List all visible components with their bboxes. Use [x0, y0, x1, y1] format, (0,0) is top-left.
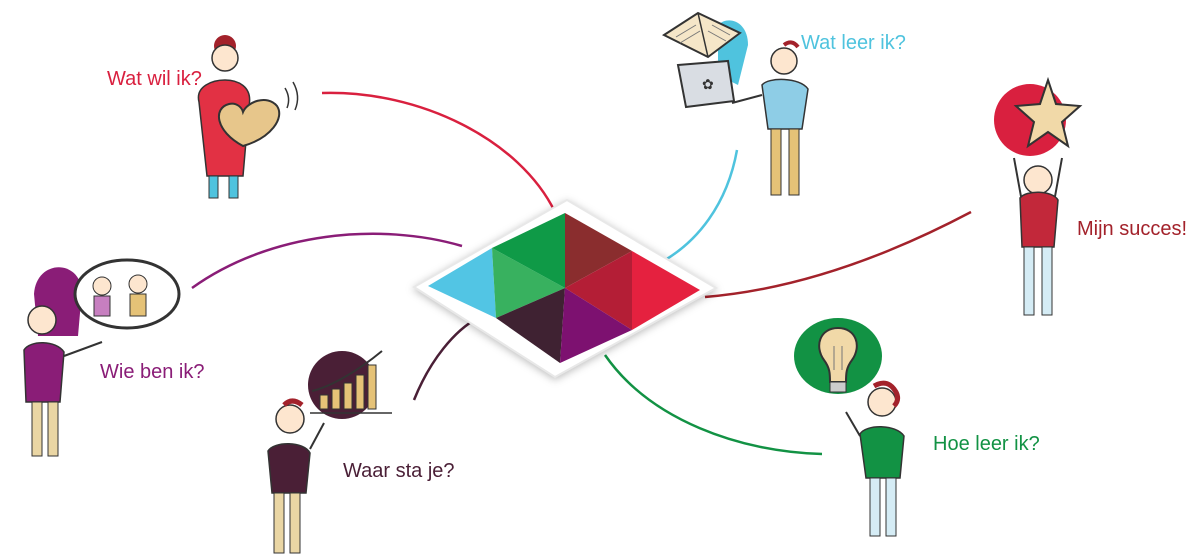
connector-hoe-leer-ik: [603, 354, 823, 456]
connector-wie-ben-ik: [191, 232, 463, 290]
figure-hoe-leer-ik: [790, 312, 930, 540]
star-icon: [1013, 76, 1083, 149]
diamond-piece-purple: [560, 288, 632, 363]
label-hoe-leer-ik: Hoe leer ik?: [933, 433, 1040, 455]
figure-wat-leer-ik: ✿: [658, 5, 828, 200]
diamond-piece-crimson: [565, 251, 632, 330]
figure-wat-wil-ik: [185, 35, 305, 201]
label-waar-sta-je: Waar sta je?: [343, 460, 455, 482]
connector-wat-wil-ik: [321, 91, 557, 213]
connector-waar-sta-je: [412, 316, 479, 401]
diamond-piece-lightgreen: [492, 248, 565, 318]
label-mijn-succes: Mijn succes!: [1077, 218, 1188, 240]
connector-mijn-succes: [704, 210, 972, 299]
figure-wie-ben-ik: [12, 254, 182, 462]
diamond-piece-green: [492, 213, 565, 288]
book-icon: [661, 11, 742, 59]
center-diamond: [412, 198, 719, 379]
figure-waar-sta-je: [250, 347, 400, 557]
figure-mijn-succes: [992, 72, 1092, 320]
label-wie-ben-ik: Wie ben ik?: [100, 361, 205, 383]
heart-icon: [218, 98, 281, 148]
diamond-piece-brown: [565, 213, 632, 288]
bar-chart-icon: [308, 350, 392, 419]
laptop-icon: ✿: [676, 59, 736, 109]
lightbulb-icon: [794, 318, 882, 394]
label-wat-wil-ik: Wat wil ik?: [107, 68, 202, 90]
diamond-piece-red: [632, 251, 700, 330]
diamond-piece-blue: [428, 248, 496, 318]
svg-text:✿: ✿: [702, 77, 714, 93]
label-wat-leer-ik: Wat leer ik?: [801, 32, 906, 54]
speech-bubble-icon: [73, 258, 181, 330]
diamond-piece-plum: [496, 288, 565, 363]
